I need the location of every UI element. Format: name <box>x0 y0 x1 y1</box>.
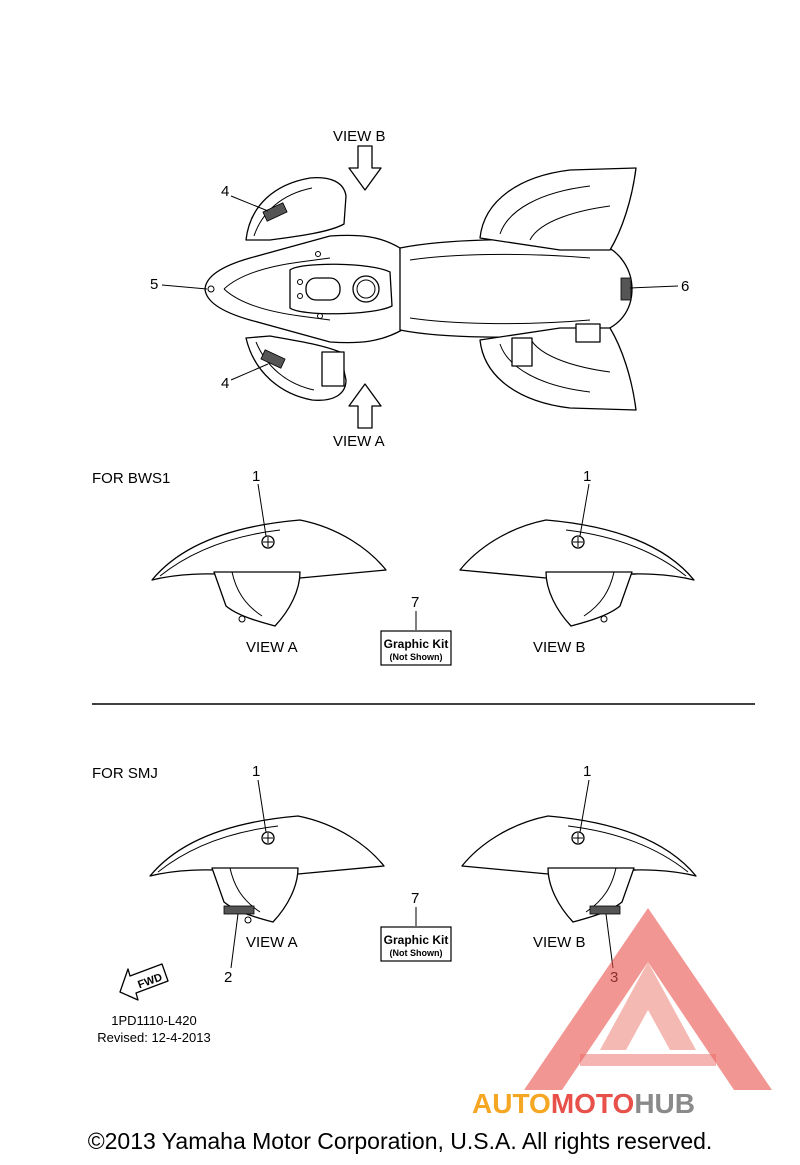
watermark-moto: MOTO <box>551 1088 634 1119</box>
callout-5: 5 <box>150 276 158 293</box>
smj-callout-1-left: 1 <box>252 763 260 780</box>
bws1-view-a-label: VIEW A <box>246 639 298 656</box>
smj-view-a-label: VIEW A <box>246 934 298 951</box>
part-code: 1PD1110-L420 <box>111 1013 197 1028</box>
decal-3 <box>589 905 621 915</box>
watermark-text: AUTOMOTOHUB <box>472 1088 695 1119</box>
bws1-kit-line2: (Not Shown) <box>390 652 443 662</box>
watermark-auto: AUTO <box>472 1088 551 1119</box>
bws1-view-b-label: VIEW B <box>533 639 586 656</box>
decal-6 <box>620 277 632 301</box>
callout-4-upper: 4 <box>221 183 229 200</box>
smj-fender-view-b <box>461 815 697 923</box>
smj-callout-1-right: 1 <box>583 763 591 780</box>
view-b-label-top: VIEW B <box>333 128 386 145</box>
smj-fender-view-a <box>149 815 385 924</box>
bws1-fender-view-b <box>459 519 695 627</box>
smj-callout-7: 7 <box>411 890 419 907</box>
decal-4-upper <box>262 202 288 222</box>
smj-kit-line2: (Not Shown) <box>390 948 443 958</box>
watermark-hub: HUB <box>634 1088 695 1119</box>
bws1-callout-7: 7 <box>411 594 419 611</box>
revised-date: Revised: 12-4-2013 <box>97 1030 211 1045</box>
bws1-heading: FOR BWS1 <box>92 470 170 487</box>
bws1-callout-1-left: 1 <box>252 468 260 485</box>
rear-fender-top-view <box>399 167 637 411</box>
view-a-label-top: VIEW A <box>333 433 385 450</box>
decal-2 <box>223 905 255 915</box>
smj-graphic-kit-box: Graphic Kit (Not Shown) <box>380 926 452 962</box>
bws1-callout-1-right: 1 <box>583 468 591 485</box>
callout-4-lower: 4 <box>221 375 229 392</box>
decal-4-lower <box>260 349 286 369</box>
view-b-arrow-icon <box>348 145 382 191</box>
part-code-block: 1PD1110-L420 Revised: 12-4-2013 <box>84 1012 224 1046</box>
fwd-arrow-icon: FWD <box>119 963 169 1001</box>
smj-view-b-label: VIEW B <box>533 934 586 951</box>
bws1-fender-view-a <box>151 519 387 627</box>
smj-heading: FOR SMJ <box>92 765 158 782</box>
callout-6: 6 <box>681 278 689 295</box>
smj-callout-2: 2 <box>224 969 232 986</box>
view-a-arrow-icon <box>348 383 382 429</box>
bws1-graphic-kit-box: Graphic Kit (Not Shown) <box>380 630 452 666</box>
automotohub-logo <box>524 908 772 1090</box>
front-fender-top-view <box>204 176 403 401</box>
smj-kit-line1: Graphic Kit <box>384 933 449 947</box>
copyright-notice: ©2013 Yamaha Motor Corporation, U.S.A. A… <box>87 1128 713 1154</box>
bws1-kit-line1: Graphic Kit <box>384 637 449 651</box>
